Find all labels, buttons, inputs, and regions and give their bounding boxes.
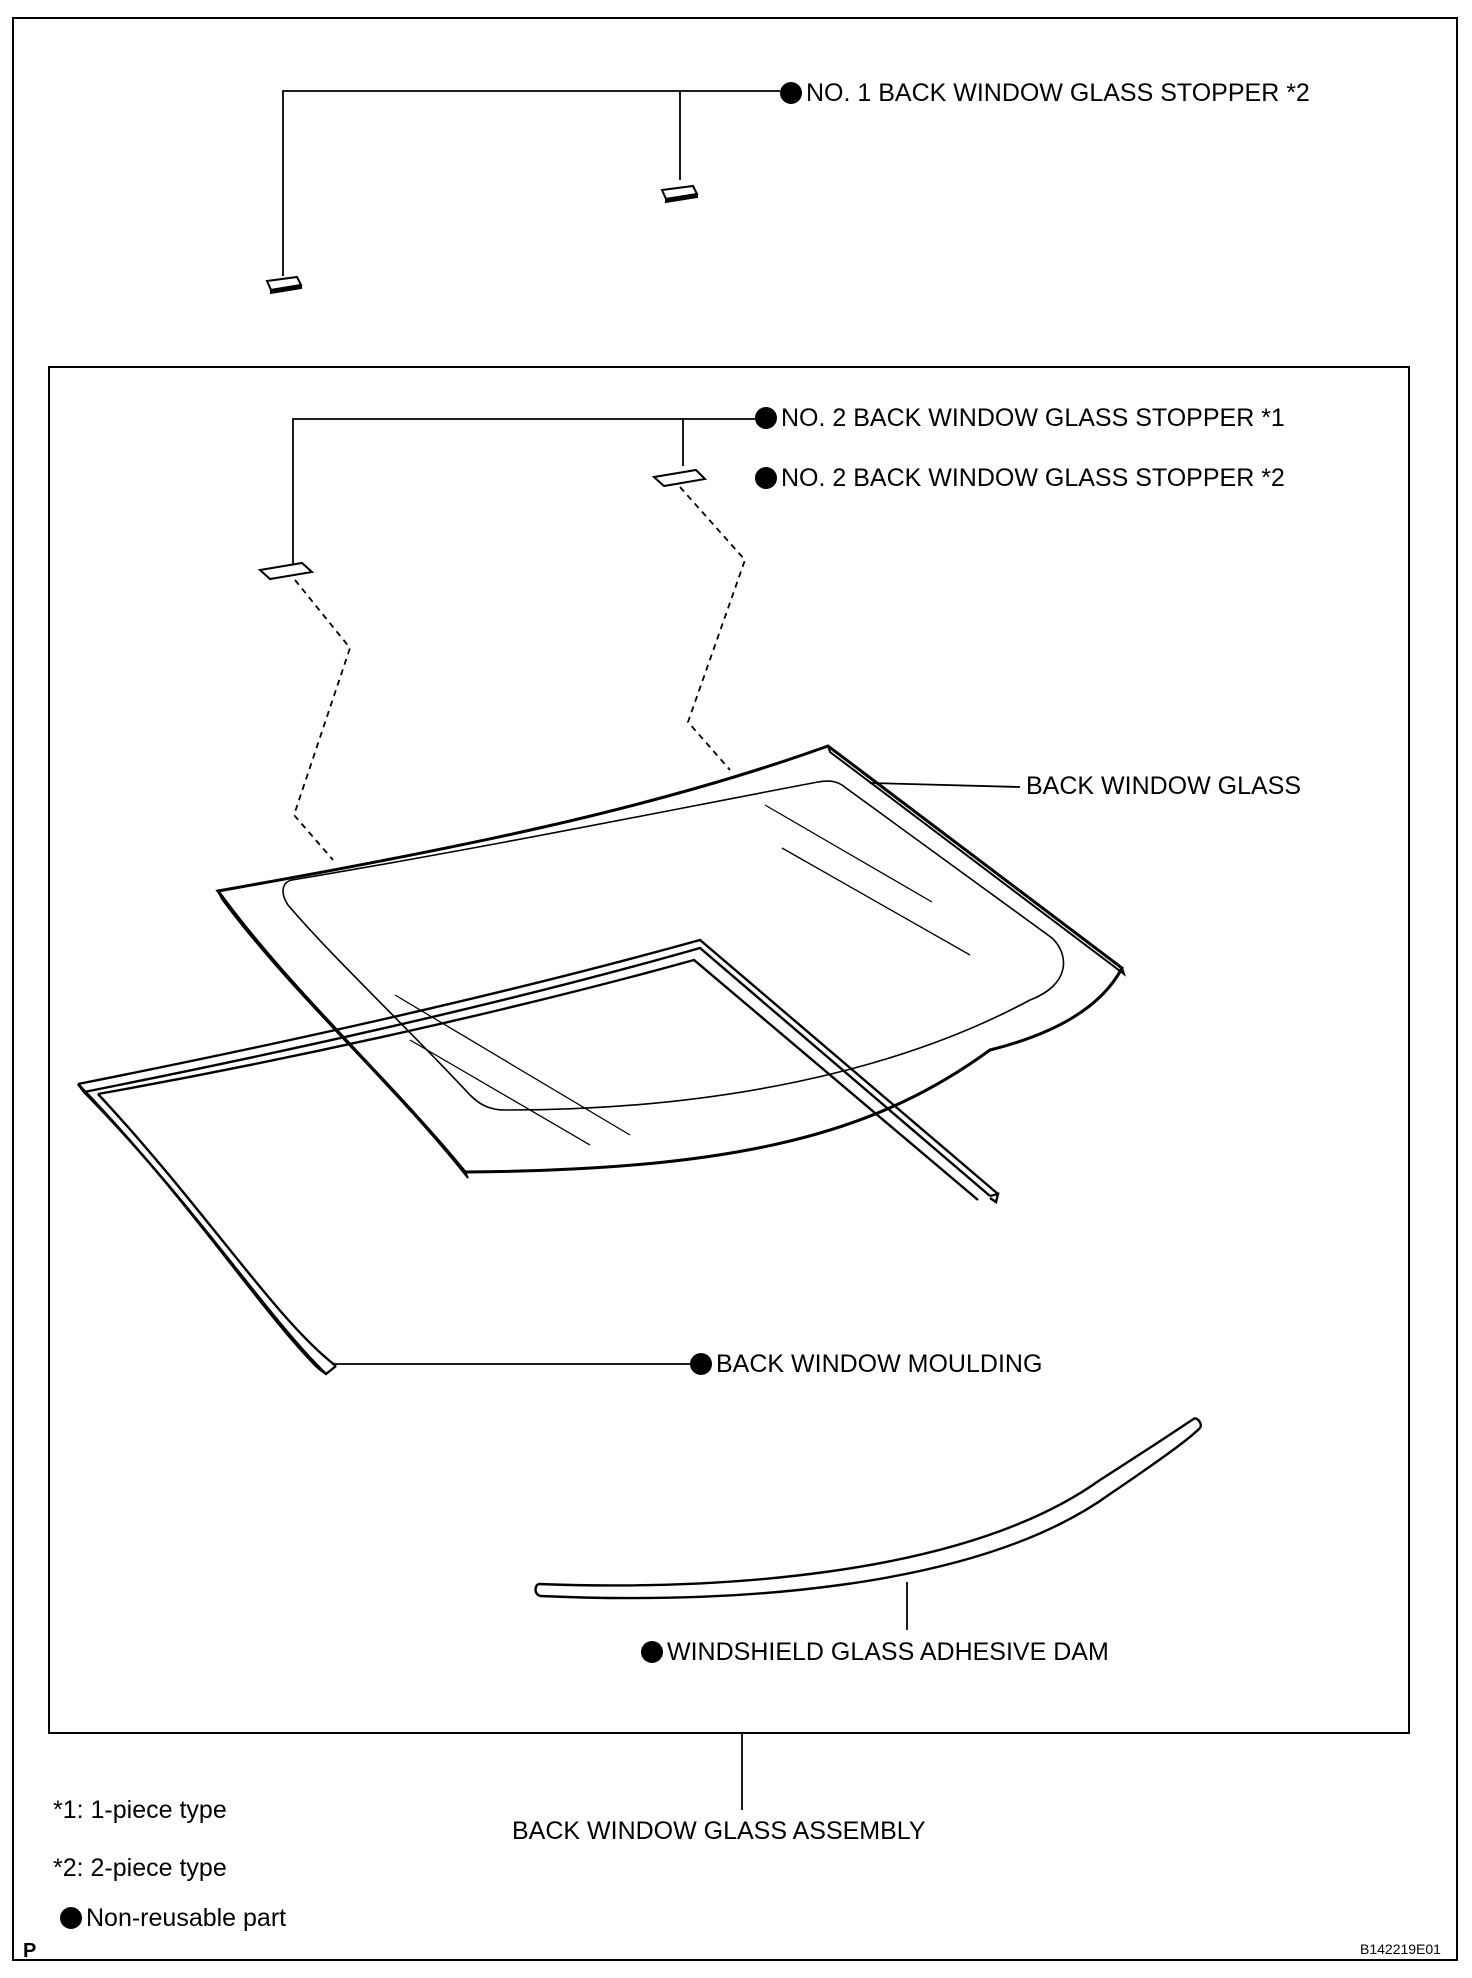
dam-label: WINDSHIELD GLASS ADHESIVE DAM	[641, 1637, 1109, 1667]
assembly-frame	[48, 366, 1410, 1734]
stopper2-left-part	[257, 561, 315, 581]
outer-frame	[12, 17, 1458, 1961]
stopper2-right-guide	[679, 486, 747, 771]
legend-nonreusable: Non-reusable part	[60, 1903, 286, 1933]
dam-label-text: WINDSHIELD GLASS ADHESIVE DAM	[667, 1638, 1109, 1666]
non-reusable-bullet-icon	[60, 1907, 82, 1929]
glass-label: BACK WINDOW GLASS	[1026, 772, 1302, 800]
stopper2-left-guide	[292, 579, 352, 861]
glass-reflection-2	[781, 847, 971, 956]
non-reusable-bullet-icon	[690, 1353, 712, 1375]
back-window-moulding-shape	[77, 938, 1000, 1376]
assembly-label: BACK WINDOW GLASS ASSEMBLY	[512, 1817, 926, 1845]
non-reusable-bullet-icon	[780, 82, 802, 104]
stopper2a-label: NO. 2 BACK WINDOW GLASS STOPPER *1	[755, 403, 1285, 433]
corner-mark: P	[23, 1940, 37, 1962]
moulding-label: BACK WINDOW MOULDING	[690, 1349, 1042, 1379]
non-reusable-bullet-icon	[755, 467, 777, 489]
stopper2b-label-text: NO. 2 BACK WINDOW GLASS STOPPER *2	[781, 464, 1285, 492]
stopper1-right-part	[660, 184, 699, 204]
moulding-label-text: BACK WINDOW MOULDING	[716, 1350, 1043, 1378]
glass-reflection-4	[409, 1039, 591, 1146]
non-reusable-bullet-icon	[641, 1641, 663, 1663]
glass-reflection-1	[764, 804, 933, 903]
stopper2-leader	[292, 418, 755, 568]
stopper1-label-text: NO. 1 BACK WINDOW GLASS STOPPER *2	[806, 79, 1310, 107]
non-reusable-bullet-icon	[755, 407, 777, 429]
adhesive-dam-shape	[534, 1416, 1202, 1600]
figure-code: B142219E01	[1360, 1941, 1441, 1957]
glass-leader	[869, 782, 1021, 788]
legend-note-2: *2: 2-piece type	[53, 1854, 227, 1882]
stopper1-left-part	[265, 275, 303, 295]
stopper2-right-part	[651, 468, 708, 488]
stopper2b-label: NO. 2 BACK WINDOW GLASS STOPPER *2	[755, 463, 1285, 493]
glass-reflection-3	[394, 994, 631, 1136]
legend-nonreusable-text: Non-reusable part	[86, 1904, 287, 1932]
stopper2a-label-text: NO. 2 BACK WINDOW GLASS STOPPER *1	[781, 404, 1285, 432]
glass-inner-border	[282, 780, 1065, 1111]
stopper1-leader	[282, 90, 780, 276]
legend-note-1: *1: 1-piece type	[53, 1796, 227, 1824]
stopper1-label: NO. 1 BACK WINDOW GLASS STOPPER *2	[780, 78, 1310, 108]
